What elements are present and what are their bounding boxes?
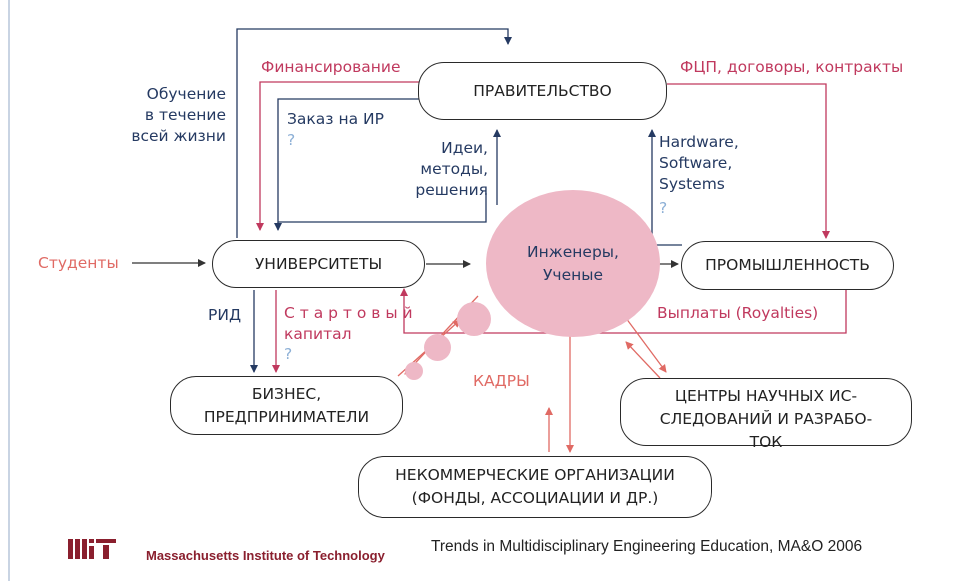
government-node: ПРАВИТЕЛЬСТВО bbox=[418, 62, 667, 120]
ideas-label: Идеи, методы, решения bbox=[415, 139, 488, 199]
left-accent-line bbox=[8, 0, 10, 581]
personnel-label: КАДРЫ bbox=[473, 372, 530, 390]
lifelong-learning-label: Обучение в течение всей жизни bbox=[131, 85, 226, 145]
business-node: БИЗНЕС, ПРЕДПРИНИМАТЕЛИ bbox=[170, 376, 403, 435]
fcp-contracts-label: ФЦП, договоры, контракты bbox=[680, 58, 904, 76]
universities-node: УНИВЕРСИТЕТЫ bbox=[212, 240, 425, 288]
engineers-node: Инженеры, Ученые bbox=[486, 190, 660, 337]
flow-dot-medium bbox=[424, 334, 451, 361]
fcp-arrow bbox=[667, 83, 830, 239]
hw-sw-question: ? bbox=[659, 199, 668, 217]
flow-dot-small bbox=[405, 362, 423, 380]
seed-capital-label-1: С т а р т о в ы й bbox=[284, 304, 413, 322]
funding-label: Финансирование bbox=[261, 58, 401, 76]
royalties-arrow bbox=[400, 286, 847, 334]
footer-citation: Trends in Multidisciplinary Engineering … bbox=[431, 538, 863, 555]
nonprofits-node: НЕКОММЕРЧЕСКИЕ ОРГАНИЗАЦИИ (ФОНДЫ, АССОЦ… bbox=[358, 456, 712, 518]
mit-institution-name: Massachusetts Institute of Technology bbox=[146, 548, 385, 563]
rnd-order-question: ? bbox=[287, 131, 296, 149]
seed-capital-question: ? bbox=[284, 345, 293, 363]
flow-dot-large bbox=[457, 302, 491, 336]
hw-sw-label: Hardware, Software, Systems bbox=[659, 133, 739, 193]
industry-node: ПРОМЫШЛЕННОСТЬ bbox=[681, 241, 894, 290]
seed-capital-label-2: капитал bbox=[284, 325, 352, 343]
funding-arrow bbox=[256, 81, 423, 231]
royalties-label: Выплаты (Royalties) bbox=[657, 304, 819, 322]
rid-label: РИД bbox=[208, 306, 242, 324]
lifelong-learning-arrow bbox=[236, 28, 512, 238]
mit-logo bbox=[68, 539, 116, 559]
rnd-order-label: Заказ на ИР bbox=[287, 110, 384, 128]
students-label: Студенты bbox=[38, 254, 119, 272]
rnd-centers-node: ЦЕНТРЫ НАУЧНЫХ ИС- СЛЕДОВАНИЙ И РАЗРАБО-… bbox=[620, 378, 912, 451]
